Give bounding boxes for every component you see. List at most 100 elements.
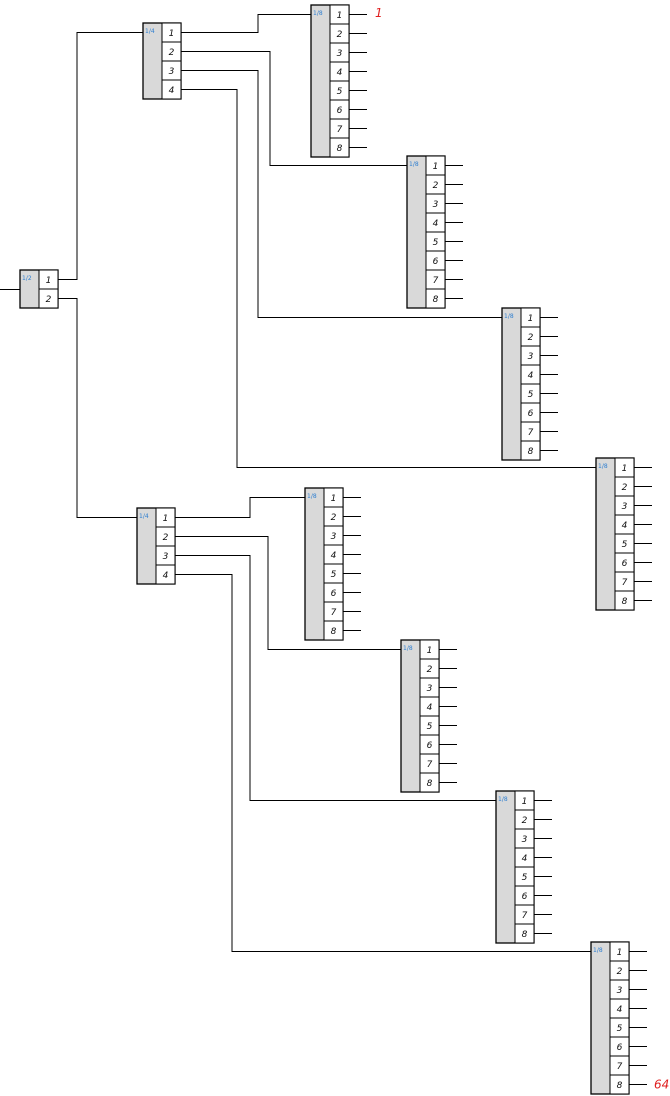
- port-number: 1: [331, 494, 337, 504]
- port-number: 8: [433, 295, 439, 305]
- port-number: 6: [337, 106, 343, 116]
- port-number: 3: [622, 502, 628, 512]
- port-number: 1: [46, 276, 52, 286]
- port-number: 4: [622, 521, 628, 531]
- wire-s4a-1: [181, 14, 311, 33]
- wire-s2-1: [58, 32, 143, 280]
- splitter-ratio: 1/4: [145, 28, 155, 35]
- port-number: 7: [522, 911, 528, 921]
- wire-s4b-2: [175, 536, 401, 650]
- port-number: 5: [528, 390, 534, 400]
- port-number: 4: [169, 86, 175, 96]
- port-number: 8: [337, 144, 343, 154]
- port-number: 3: [163, 552, 169, 562]
- port-number: 4: [528, 371, 534, 381]
- wire-s4a-4: [181, 89, 596, 468]
- port-number: 7: [337, 125, 343, 135]
- port-number: 4: [522, 854, 528, 864]
- port-number: 3: [522, 835, 528, 845]
- splitter-ratio: 1/8: [593, 947, 603, 954]
- port-number: 5: [522, 873, 528, 883]
- port-number: 2: [169, 48, 175, 58]
- port-number: 4: [337, 68, 343, 78]
- port-cell: [155, 564, 176, 585]
- port-number: 1: [427, 646, 433, 656]
- splitter-ratio: 1/8: [409, 161, 419, 168]
- port-number: 2: [617, 967, 623, 977]
- port-number: 8: [528, 447, 534, 457]
- port-number: 2: [46, 295, 52, 305]
- port-number: 6: [331, 589, 337, 599]
- port-number: 5: [617, 1024, 623, 1034]
- port-number: 2: [427, 665, 433, 675]
- port-number: 7: [427, 760, 433, 770]
- port-number: 8: [331, 627, 337, 637]
- port-number: 2: [522, 816, 528, 826]
- port-number: 7: [622, 578, 628, 588]
- port-number: 1: [617, 948, 623, 958]
- splitter-ratio: 1/8: [403, 645, 413, 652]
- port-number: 3: [427, 684, 433, 694]
- splitter-ratio: 1/8: [504, 313, 514, 320]
- first-output-number: 1: [375, 6, 383, 20]
- port-number: 1: [433, 162, 439, 172]
- splitter-ratio: 1/8: [498, 796, 508, 803]
- port-number: 5: [622, 540, 628, 550]
- port-number: 2: [163, 533, 169, 543]
- port-number: 2: [331, 513, 337, 523]
- port-number: 4: [163, 571, 169, 581]
- port-number: 6: [528, 409, 534, 419]
- wire-s2-2: [58, 298, 137, 518]
- port-cell: [38, 288, 59, 309]
- port-number: 3: [337, 49, 343, 59]
- wire-s4a-2: [181, 51, 407, 166]
- port-number: 1: [337, 11, 343, 21]
- splitter-ratio: 1/2: [22, 275, 32, 282]
- port-number: 7: [331, 608, 337, 618]
- port-number: 7: [528, 428, 534, 438]
- port-number: 1: [622, 464, 628, 474]
- port-number: 4: [331, 551, 337, 561]
- port-number: 7: [433, 276, 439, 286]
- port-cell: [161, 79, 182, 100]
- port-number: 1: [522, 797, 528, 807]
- port-number: 5: [331, 570, 337, 580]
- port-number: 1: [169, 29, 175, 39]
- port-number: 2: [622, 483, 628, 493]
- port-number: 8: [617, 1081, 623, 1091]
- port-number: 5: [427, 722, 433, 732]
- port-number: 3: [331, 532, 337, 542]
- wire-s4b-1: [175, 497, 305, 518]
- splitter-ratio: 1/8: [307, 493, 317, 500]
- port-number: 3: [169, 67, 175, 77]
- splitter-ratio: 1/8: [598, 463, 608, 470]
- port-number: 8: [622, 597, 628, 607]
- last-output-number: 64: [654, 1078, 669, 1092]
- port-number: 4: [433, 219, 439, 229]
- port-number: 2: [433, 181, 439, 191]
- port-number: 3: [528, 352, 534, 362]
- port-number: 6: [522, 892, 528, 902]
- splitter-ratio: 1/8: [313, 10, 323, 17]
- port-number: 8: [522, 930, 528, 940]
- port-number: 6: [617, 1043, 623, 1053]
- port-number: 2: [337, 30, 343, 40]
- port-number: 1: [163, 514, 169, 524]
- port-number: 6: [433, 257, 439, 267]
- port-number: 5: [337, 87, 343, 97]
- wire-s4b-3: [175, 555, 496, 801]
- wire-s4b-4: [175, 574, 591, 952]
- port-number: 3: [433, 200, 439, 210]
- port-number: 5: [433, 238, 439, 248]
- port-number: 8: [427, 779, 433, 789]
- port-number: 2: [528, 333, 534, 343]
- port-number: 6: [622, 559, 628, 569]
- port-number: 4: [617, 1005, 623, 1015]
- port-number: 7: [617, 1062, 623, 1072]
- port-number: 1: [528, 314, 534, 324]
- port-number: 3: [617, 986, 623, 996]
- splitter-ratio: 1/4: [139, 513, 149, 520]
- port-number: 4: [427, 703, 433, 713]
- wire-s4a-3: [181, 70, 502, 318]
